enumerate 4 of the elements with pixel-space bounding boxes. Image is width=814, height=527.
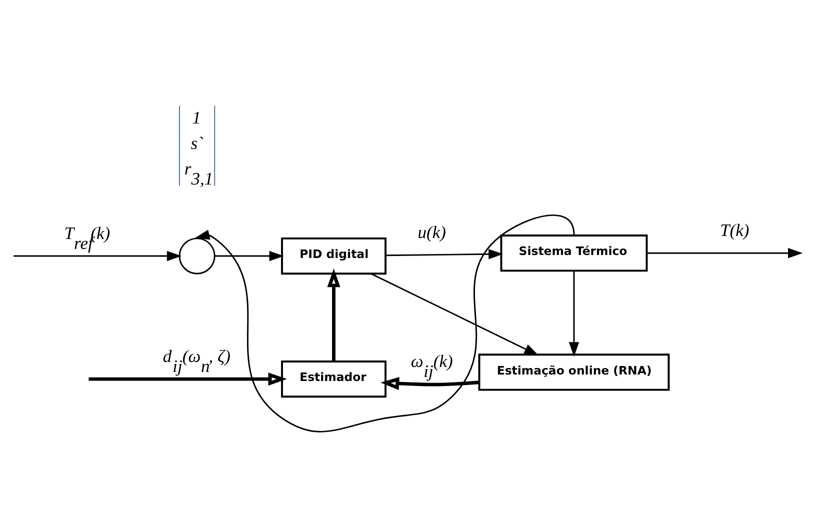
edge-label: T(k) bbox=[720, 220, 750, 240]
label: s` bbox=[190, 133, 204, 154]
label: 1 bbox=[192, 108, 201, 128]
edge-label: u(k) bbox=[418, 222, 446, 242]
